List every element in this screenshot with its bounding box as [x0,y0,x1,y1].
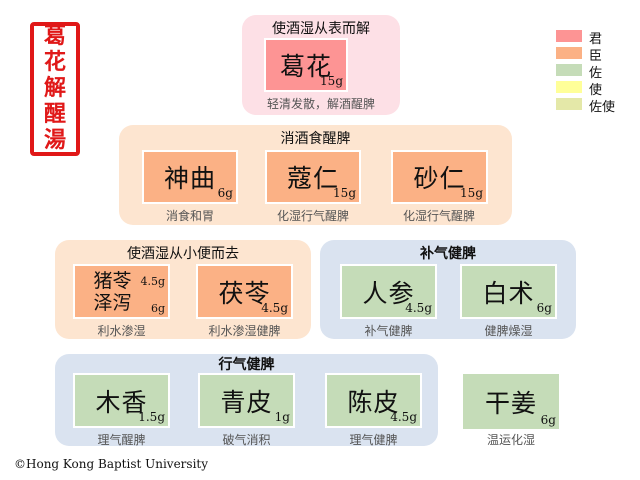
herb-effect: 利水渗湿健脾 [208,324,281,338]
group-title: 补气健脾 [420,246,476,262]
group-title: 行气健脾 [218,357,275,373]
copyright-notice: ©Hong Kong Baptist University [14,457,209,471]
legend-label: 君 [589,32,603,47]
herb-name: 葛花 [279,52,332,81]
herb-effect: 补气健脾 [364,324,413,338]
herb-dose: 6g [540,413,556,427]
herb-name: 白术 [482,278,535,308]
herb-dose: 15g [333,186,356,200]
group-surface-relief: 使酒湿从表而解 葛花 15g 轻清发散，解酒醒脾 [242,15,400,115]
herb-box: 白术 6g [460,264,557,319]
legend-swatch-shi [556,81,582,93]
herb-dose: 4.5g [140,275,165,288]
group-digest: 消酒食醒脾 神曲 6g 消食和胃 蔻仁 15g 化湿行气醒脾 砂仁 15g 化湿… [119,125,512,225]
herb-box: 猪苓 泽泻 4.5g 6g [73,264,170,319]
herb-name: 神曲 [163,164,216,193]
herb-dose: 1g [274,410,290,424]
herb-name: 猪苓 [93,269,132,292]
herb-dose: 6g [217,186,233,200]
group-tonify-qi: 补气健脾 人参 4.5g 补气健脾 白术 6g 健脾燥湿 [320,240,576,339]
herb-name: 陈皮 [347,387,400,417]
herb-dose: 15g [320,74,343,88]
group-title: 使酒湿从小便而去 [127,246,239,262]
herb-name: 青皮 [220,387,273,417]
herb-effect: 消食和胃 [165,209,214,223]
legend-label: 臣 [589,49,603,64]
herb-effect: 轻清发散，解酒醒脾 [266,97,375,111]
herb-dose: 6g [536,301,552,315]
herb-box: 陈皮 4.5g [325,373,422,428]
herb-box-ganjiang: 干姜 6g [463,374,559,429]
herb-name: 人参 [362,278,415,308]
herb-effect: 破气消积 [222,433,271,447]
herb-box: 人参 4.5g [340,264,437,319]
herb-dose: 4.5g [261,301,288,315]
group-move-qi: 行气健脾 木香 1.5g 理气醒脾 青皮 1g 破气消积 陈皮 4.5g 理气健… [55,354,438,447]
herb-box: 砂仁 15g [391,150,488,204]
legend-swatch-zuo [556,64,582,76]
herb-dose: 4.5g [390,410,417,424]
herb-name: 茯苓 [218,278,271,308]
legend-label: 佐使 [589,100,616,115]
group-title: 消酒食醒脾 [280,131,351,147]
herb-dose: 1.5g [138,410,165,424]
herb-name: 木香 [95,387,148,417]
herb-effect: 利水渗湿 [97,324,146,338]
herb-name: 干姜 [484,388,537,418]
legend-swatch-jun [556,30,582,42]
herb-dose: 15g [460,186,483,200]
herb-effect: 化湿行气醒脾 [402,209,475,223]
herb-dose: 6g [150,302,165,315]
herb-effect: 理气健脾 [349,433,398,447]
herb-effect: 温运化湿 [486,433,535,447]
legend-swatch-zuoshi [556,98,582,110]
herb-dose: 4.5g [405,301,432,315]
herb-effect: 健脾燥湿 [484,324,533,338]
legend-swatch-chen [556,47,582,59]
herb-name: 蔻仁 [286,164,339,193]
group-title: 使酒湿从表而解 [272,21,370,37]
herb-box: 青皮 1g [198,373,295,428]
legend-label: 使 [589,83,603,98]
herb-box: 茯苓 4.5g [196,264,293,319]
herb-effect: 化湿行气醒脾 [276,209,349,223]
formula-seal: 葛花解醒湯 [30,22,80,156]
herb-box: 蔻仁 15g [265,150,361,204]
herb-name: 泽泻 [93,291,132,314]
herb-effect: 理气醒脾 [97,433,146,447]
herb-box: 葛花 15g [264,38,348,92]
group-diuresis: 使酒湿从小便而去 猪苓 泽泻 4.5g 6g 利水渗湿 茯苓 4.5g 利水渗湿… [55,240,311,339]
legend-label: 佐 [589,66,603,81]
herb-box: 神曲 6g [142,150,238,204]
herb-name: 砂仁 [413,164,466,193]
herb-box: 木香 1.5g [73,373,170,428]
